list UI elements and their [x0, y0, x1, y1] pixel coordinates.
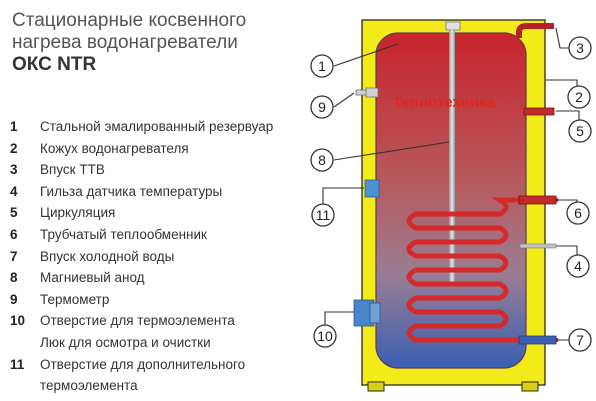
thermometer-icon — [355, 89, 367, 96]
callout-label: 3 — [576, 40, 584, 56]
legend-label: Гильза датчика температуры — [40, 183, 223, 199]
callout-10: 10 — [313, 324, 337, 348]
callout-11: 11 — [311, 203, 335, 227]
legend-item-6: 6 Трубчатый теплообменник — [10, 224, 310, 246]
legend-number: 2 — [10, 140, 18, 156]
legend-label: Стальной эмалированный резервуар — [40, 119, 274, 134]
anode-cap — [445, 21, 461, 31]
heat-exchanger-coil — [406, 197, 559, 343]
callout-2: 2 — [567, 85, 591, 109]
legend-number: 5 — [10, 205, 18, 221]
callout-1: 1 — [310, 54, 334, 78]
legend-item-7: 7 Впуск холодной воды — [10, 246, 310, 268]
leader-line-11 — [322, 187, 364, 204]
callout-label: 4 — [574, 258, 582, 274]
legend-label: Впуск ТТВ — [40, 162, 105, 178]
callout-3: 3 — [568, 36, 592, 60]
leader-line-3 — [555, 27, 572, 49]
leader-line-9 — [333, 92, 355, 108]
callout-label: 5 — [576, 123, 584, 139]
callout-label: 2 — [575, 89, 583, 105]
callout-label: 7 — [576, 332, 584, 348]
thermometer-mount — [365, 87, 379, 98]
callout-7: 7 — [568, 328, 592, 352]
legend-label: Магниевый анод — [40, 270, 145, 286]
legend-item-4: 4 Гильза датчика температуры — [10, 181, 310, 203]
sensor-sleeve — [364, 179, 380, 198]
model-name: ОКС NTR — [12, 54, 97, 75]
callout-label: 11 — [316, 207, 331, 223]
magnesium-anode — [449, 30, 455, 286]
legend-number: 7 — [10, 248, 18, 264]
circulation-pipe — [523, 107, 555, 116]
leader-line-1 — [333, 43, 399, 67]
callout-label: 1 — [318, 58, 326, 74]
inspection-hatch — [369, 302, 381, 324]
coil-inlet-nozzle — [518, 195, 557, 205]
legend-number: 10 — [10, 313, 26, 329]
cold-water-inlet — [518, 335, 557, 345]
leader-line-8 — [333, 141, 450, 161]
legend-item-1: 1 Стальной эмалированный резервуар — [10, 116, 310, 138]
title-line-1: Стационарные косвенного — [12, 10, 247, 31]
legend-label: Впуск холодной воды — [40, 248, 175, 264]
legend-item-3: 3 Впуск ТТВ — [10, 159, 310, 181]
legend-label: Отверстие для термоэлемента Люк для осмо… — [40, 313, 235, 350]
callout-6: 6 — [566, 201, 590, 225]
hot-water-outlet — [516, 23, 554, 38]
legend-label: Циркуляция — [40, 205, 116, 221]
legend-item-9: 9 Термометр — [10, 289, 310, 311]
legend-item-8: 8 Магниевый анод — [10, 267, 310, 289]
legend-number: 8 — [10, 270, 18, 286]
callout-label: 8 — [318, 152, 326, 168]
legend-number: 3 — [10, 162, 18, 178]
legend-label: Кожух водонагревателя — [40, 140, 189, 156]
legend-item-2: 2 Кожух водонагревателя — [10, 138, 310, 160]
callout-9: 9 — [310, 95, 334, 119]
legend-label: Термометр — [40, 291, 110, 307]
callout-label: 6 — [574, 205, 582, 221]
callout-label: 9 — [318, 99, 326, 115]
legend-item-10: 10 Отверстие для термоэлемента Люк для ос… — [10, 310, 310, 353]
foot-right — [521, 381, 539, 392]
legend-item-11: 11 Отверстие для дополнительного термоэле… — [10, 354, 310, 397]
watermark-text: Теплотехника — [393, 94, 496, 111]
callout-8: 8 — [310, 148, 334, 172]
callout-5: 5 — [568, 119, 592, 143]
legend-item-5: 5 Циркуляция — [10, 202, 310, 224]
callout-4: 4 — [566, 254, 590, 278]
foot-left — [367, 381, 385, 392]
legend-number: 4 — [10, 183, 18, 199]
legend-number: 6 — [10, 226, 18, 242]
parts-legend: 1 Стальной эмалированный резервуар 2 Кожух… — [10, 116, 310, 397]
diagram-title: Стационарные косвенного нагрева водонагр… — [12, 10, 312, 76]
legend-number: 1 — [10, 119, 18, 134]
legend-label: Трубчатый теплообменник — [40, 226, 207, 242]
title-line-2: нагрева водонагреватели — [12, 32, 238, 53]
legend-number: 11 — [10, 356, 25, 372]
temperature-sensor-sleeve — [519, 243, 557, 249]
legend-number: 9 — [10, 291, 18, 307]
callout-label: 10 — [317, 328, 333, 344]
legend-label: Отверстие для дополнительного термоэлеме… — [40, 356, 246, 394]
